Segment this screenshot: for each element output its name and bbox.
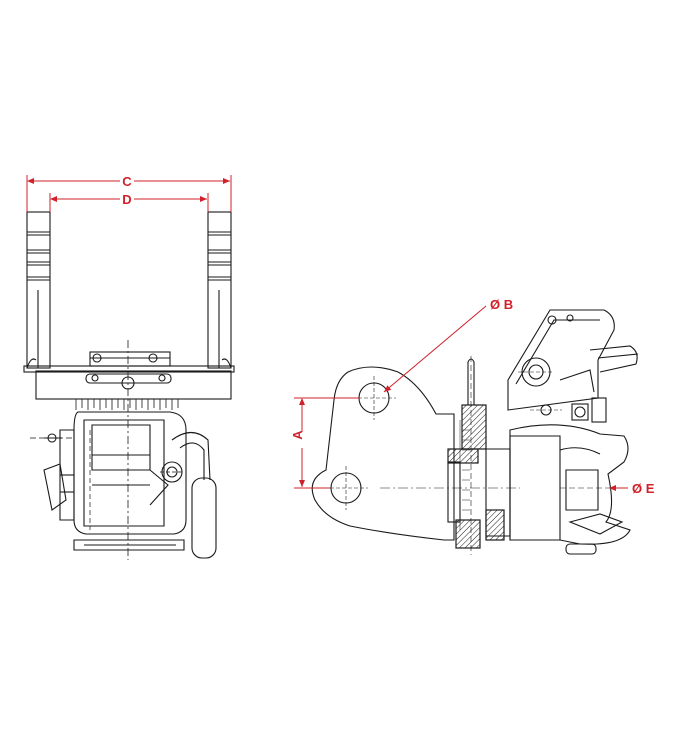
dimension-b xyxy=(383,305,487,393)
handle xyxy=(191,477,217,559)
upper-bracket xyxy=(507,309,615,411)
dim-label-a: A xyxy=(290,430,305,440)
front-view xyxy=(23,211,235,560)
hitch-body xyxy=(30,411,217,559)
dimension-d xyxy=(49,193,209,212)
dimension-a xyxy=(294,397,360,489)
cross-plate xyxy=(35,370,232,400)
mounting-plate xyxy=(311,366,455,541)
side-view xyxy=(311,309,639,555)
dim-label-d: D xyxy=(122,192,131,207)
dim-label-e: Ø E xyxy=(632,481,655,496)
dim-label-b: Ø B xyxy=(490,297,513,312)
left-fork-arm xyxy=(26,211,51,369)
right-fork-arm xyxy=(207,211,232,369)
dimension-c xyxy=(26,175,232,212)
coupling-head xyxy=(509,424,631,545)
dim-label-c: C xyxy=(122,174,132,189)
